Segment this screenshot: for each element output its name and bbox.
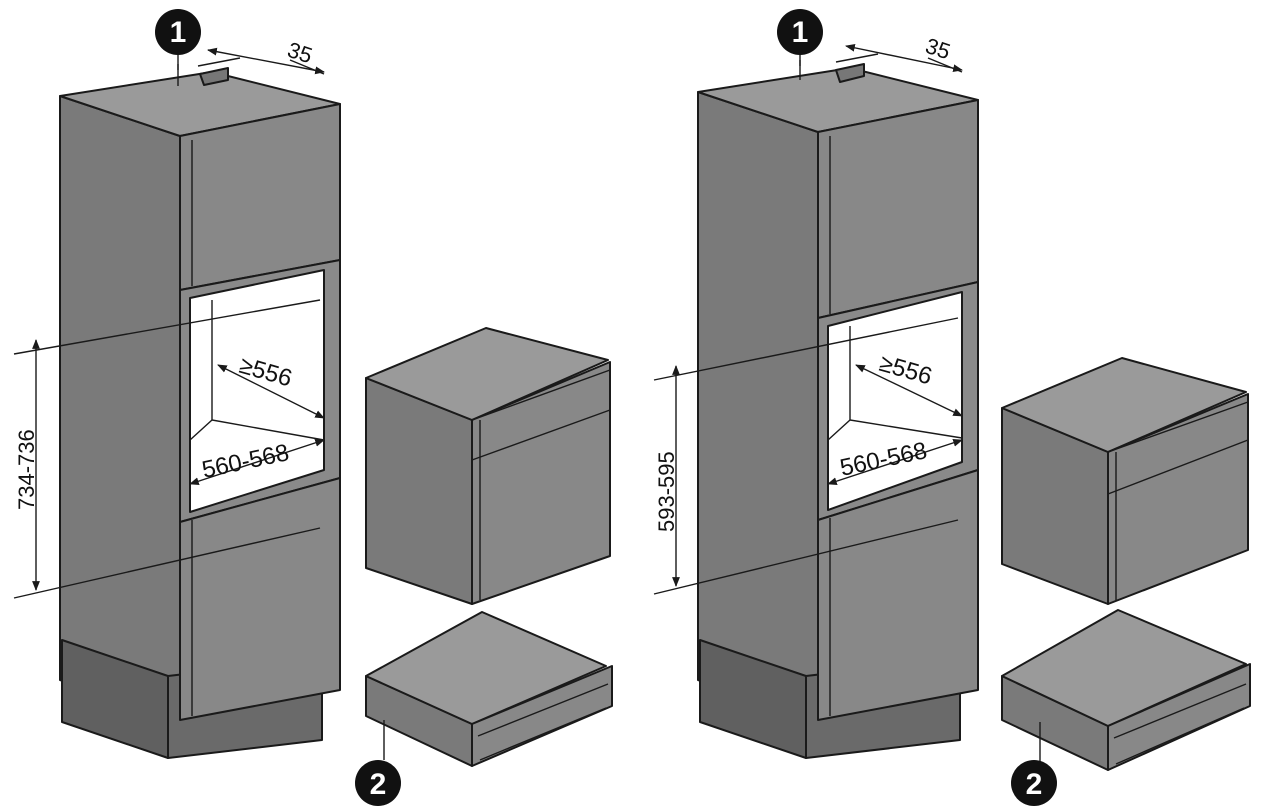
right-badge-top: 1 <box>777 9 823 55</box>
right-badge-bottom: 2 <box>1011 760 1057 806</box>
right-oven-top <box>1001 357 1247 453</box>
left-lower-door <box>179 477 341 721</box>
right-figure: 35 ≥556 560-568 593-595 1 <box>653 9 1251 806</box>
left-upper-door <box>179 103 341 291</box>
right-badge-top-label: 1 <box>792 16 809 49</box>
left-cabinet-side <box>59 95 181 721</box>
left-badge-bottom: 2 <box>355 760 401 806</box>
right-drawer-front <box>1107 663 1251 771</box>
right-lower-door <box>817 469 979 721</box>
left-badge-bottom-label: 2 <box>370 768 387 801</box>
right-dim-top-depth: 35 <box>922 33 953 64</box>
right-cabinet-side <box>697 91 819 721</box>
right-dim-niche-height: 593-595 <box>654 451 679 532</box>
left-oven-top <box>365 327 609 421</box>
right-compact-oven <box>1001 357 1249 605</box>
left-drawer-top <box>365 611 607 725</box>
right-drawer-top <box>1001 609 1247 727</box>
right-badge-bottom-label: 2 <box>1026 768 1043 801</box>
right-oven-front <box>1107 393 1249 605</box>
left-figure: 35 ≥556 560-568 734-736 1 <box>13 9 613 806</box>
right-warming-drawer <box>1001 609 1251 771</box>
left-warming-drawer <box>365 611 613 767</box>
left-drawer-front <box>471 665 613 767</box>
right-upper-door <box>817 99 979 319</box>
left-badge-top: 1 <box>155 9 201 55</box>
left-oven <box>365 327 611 605</box>
left-dim-niche-height: 734-736 <box>14 429 39 510</box>
left-badge-top-label: 1 <box>170 16 187 49</box>
left-dim-top-depth: 35 <box>284 37 315 68</box>
